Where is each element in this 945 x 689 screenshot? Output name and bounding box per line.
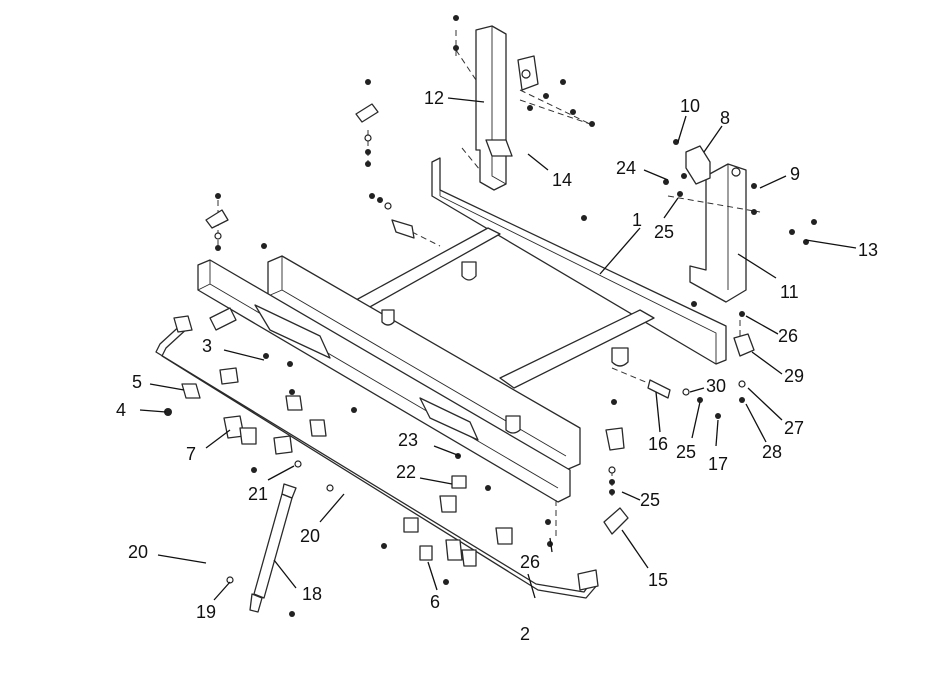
hardware-fasteners bbox=[164, 15, 817, 617]
callout-17: 17 bbox=[708, 454, 728, 474]
callout-11: 11 bbox=[780, 282, 799, 302]
callout-16: 16 bbox=[648, 434, 668, 454]
main-frame bbox=[197, 157, 727, 503]
callout-1: 1 bbox=[632, 210, 642, 230]
callout-15: 15 bbox=[648, 570, 668, 590]
left-upright-bracket bbox=[475, 25, 539, 191]
callout-22: 22 bbox=[396, 462, 416, 482]
handle-grip bbox=[209, 307, 629, 535]
callout-10: 10 bbox=[680, 96, 700, 116]
callout-27: 27 bbox=[784, 418, 804, 438]
callout-29: 29 bbox=[784, 366, 804, 386]
callout-12: 12 bbox=[424, 88, 444, 108]
right-upright-bracket bbox=[685, 145, 747, 303]
callout-leaders bbox=[139, 97, 857, 601]
callout-9: 9 bbox=[790, 164, 800, 184]
callout-5: 5 bbox=[132, 372, 142, 392]
callout-7: 7 bbox=[186, 444, 196, 464]
callout-30: 30 bbox=[706, 376, 726, 396]
callout-18: 18 bbox=[302, 584, 322, 604]
callout-25c: 25 bbox=[640, 490, 660, 510]
callout-23: 23 bbox=[398, 430, 418, 450]
callout-2: 2 bbox=[520, 624, 530, 644]
callout-24: 24 bbox=[616, 158, 636, 178]
callout-20b: 20 bbox=[300, 526, 320, 546]
callout-26a: 26 bbox=[778, 326, 798, 346]
callout-4: 4 bbox=[116, 400, 126, 420]
callout-20a: 20 bbox=[128, 542, 148, 562]
callout-14: 14 bbox=[552, 170, 572, 190]
callout-labels: 1 2 3 4 5 6 7 8 9 10 11 12 13 14 15 16 1… bbox=[116, 88, 878, 644]
callout-13: 13 bbox=[858, 240, 878, 260]
callout-19: 19 bbox=[196, 602, 216, 622]
callout-26b: 26 bbox=[520, 552, 540, 572]
front-bar bbox=[155, 315, 599, 599]
callout-21: 21 bbox=[248, 484, 268, 504]
callout-3: 3 bbox=[202, 336, 212, 356]
callout-28: 28 bbox=[762, 442, 782, 462]
gas-strut bbox=[249, 483, 297, 613]
callout-6: 6 bbox=[430, 592, 440, 612]
callout-8: 8 bbox=[720, 108, 730, 128]
callout-25b: 25 bbox=[676, 442, 696, 462]
callout-25a: 25 bbox=[654, 222, 674, 242]
